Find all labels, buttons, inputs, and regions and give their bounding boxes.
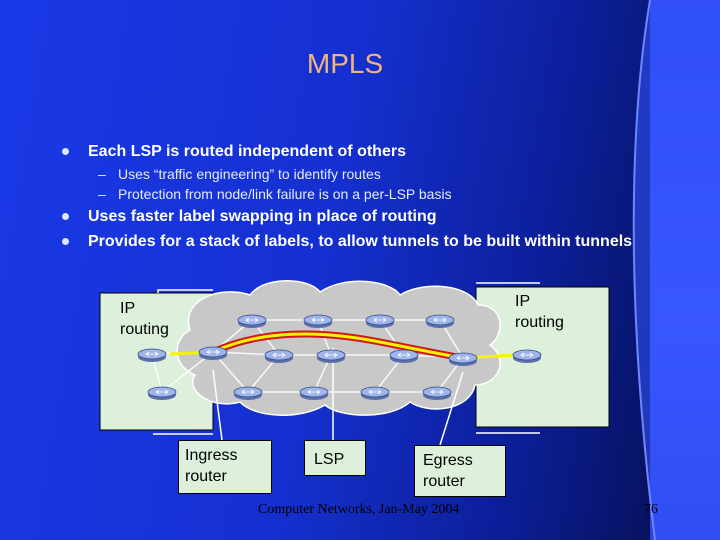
router-icon bbox=[299, 386, 329, 400]
footer-text: Computer Networks, Jan-May 2004 bbox=[258, 502, 460, 517]
router-icon bbox=[237, 314, 267, 328]
left-ip-label-line1: IP bbox=[120, 300, 136, 317]
sub-bullet-1-text: Uses “traffic engineering” to identify r… bbox=[118, 166, 381, 182]
bullet-dot-icon bbox=[62, 238, 69, 245]
router-icon bbox=[365, 314, 395, 328]
dash-icon: – bbox=[98, 186, 106, 202]
sub-bullet-2: –Protection from node/link failure is on… bbox=[98, 186, 452, 202]
egress-label-line1: Egress bbox=[423, 452, 473, 469]
right-ip-label-line2: routing bbox=[515, 314, 564, 331]
egress-router-icon bbox=[448, 352, 478, 366]
right-decor-curve bbox=[632, 0, 720, 540]
bullet-dot-icon bbox=[62, 213, 69, 220]
left-ip-routing-label: IP routing bbox=[120, 298, 169, 340]
router-icons bbox=[137, 314, 542, 400]
egress-router-callout: Egress router bbox=[414, 445, 506, 497]
router-icon bbox=[389, 349, 419, 363]
router-icon bbox=[422, 386, 452, 400]
dash-icon: – bbox=[98, 166, 106, 182]
ingress-router-callout: Ingress router bbox=[178, 440, 272, 494]
router-icon bbox=[425, 314, 455, 328]
ingress-router-icon bbox=[198, 346, 228, 360]
router-icon bbox=[512, 349, 542, 363]
bullet-dot-icon bbox=[62, 148, 69, 155]
bullet-2-text: Uses faster label swapping in place of r… bbox=[88, 208, 437, 225]
slide-title: MPLS bbox=[306, 48, 384, 79]
lsp-callout: LSP bbox=[304, 440, 366, 476]
router-icon bbox=[147, 386, 177, 400]
left-ip-label-line2: routing bbox=[120, 321, 169, 338]
page-number: 76 bbox=[644, 502, 658, 517]
ingress-router-label: Ingress router bbox=[185, 445, 237, 487]
bullet-3-text: Provides for a stack of labels, to allow… bbox=[88, 233, 633, 250]
bullet-1-text: Each LSP is routed independent of others bbox=[88, 143, 406, 160]
sub-bullet-2-text: Protection from node/link failure is on … bbox=[118, 186, 452, 202]
router-icon bbox=[264, 349, 294, 363]
lsp-label: LSP bbox=[314, 451, 345, 468]
router-icon bbox=[303, 314, 333, 328]
ingress-label-line2: router bbox=[185, 468, 227, 485]
router-icon bbox=[360, 386, 390, 400]
sub-bullet-1: –Uses “traffic engineering” to identify … bbox=[98, 166, 381, 182]
lsp-path-inner bbox=[212, 332, 464, 360]
ingress-label-line1: Ingress bbox=[185, 447, 238, 464]
router-icon bbox=[233, 386, 263, 400]
right-ip-routing-label: IP routing bbox=[515, 291, 564, 333]
router-icon bbox=[316, 349, 346, 363]
egress-label-line2: router bbox=[423, 473, 465, 490]
egress-router-label: Egress router bbox=[423, 450, 473, 492]
router-icon bbox=[137, 348, 167, 362]
network-cloud bbox=[176, 280, 501, 416]
right-ip-label-line1: IP bbox=[515, 293, 531, 310]
